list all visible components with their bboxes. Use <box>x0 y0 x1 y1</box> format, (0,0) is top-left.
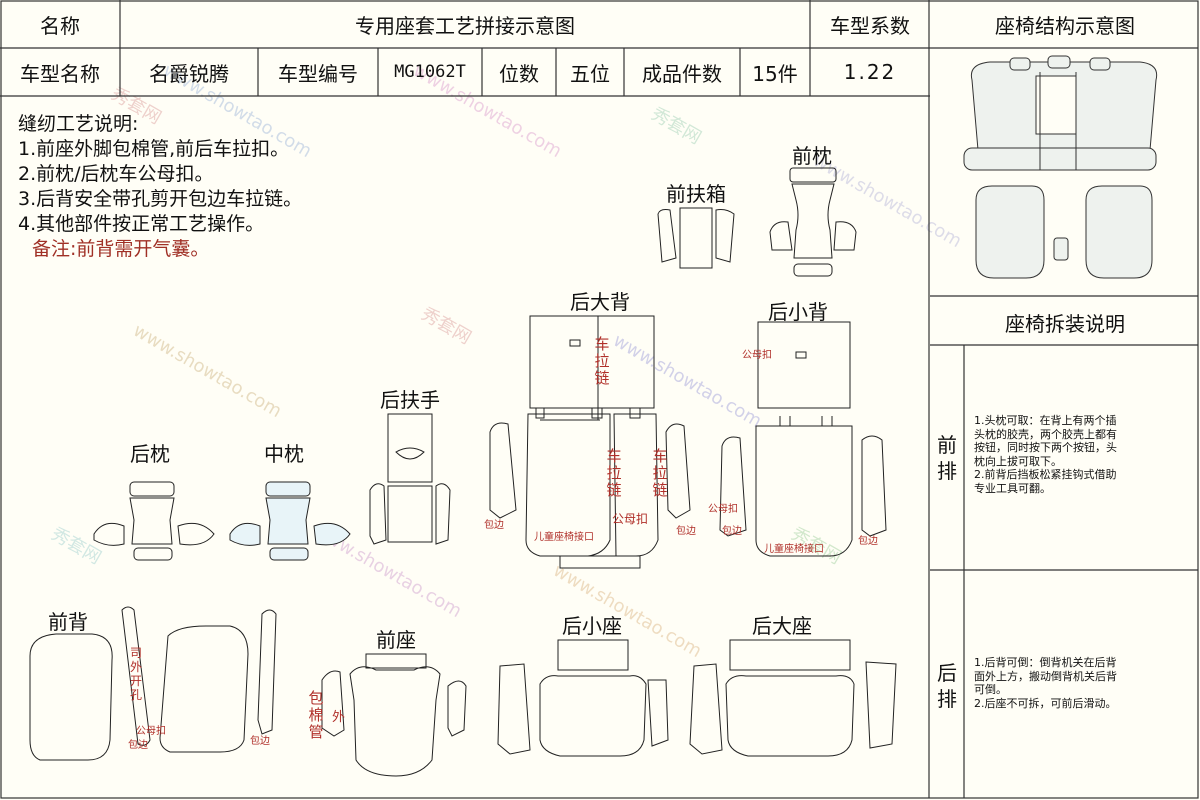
label-rear-small-seat: 后小座 <box>562 614 622 638</box>
label-front-pillow: 前枕 <box>792 144 832 168</box>
instruction-line: 1.头枕可取：在背上有两个插 <box>974 414 1117 427</box>
label-front-armbox: 前扶箱 <box>666 182 726 206</box>
label-rear-small-back: 后小背 <box>768 300 828 324</box>
annotation-child-seat: 儿童座椅接口 <box>764 544 824 555</box>
notes-remark: 备注:前背需开气囊。 <box>32 238 210 260</box>
instruction-line: 专业工具可翻。 <box>974 481 1051 495</box>
label-rear-big-back: 后大背 <box>570 290 630 314</box>
annotation-hem: 包边 <box>676 526 696 537</box>
page-title: 专用座套工艺拼接示意图 <box>355 13 575 38</box>
notes-title: 缝纫工艺说明: <box>18 113 139 135</box>
label-front-back: 前背 <box>48 610 88 634</box>
instruction-line: 1.后背可倒：倒背机关在后背 <box>974 656 1117 669</box>
pieces-label: 成品件数 <box>642 61 722 86</box>
instruction-line: 枕向上拔可取下。 <box>974 454 1062 468</box>
note-item: 2.前枕/后枕车公母扣。 <box>18 163 214 185</box>
model-name-label: 车型名称 <box>20 61 100 86</box>
note-item: 1.前座外脚包棉管,前后车拉扣。 <box>18 138 290 160</box>
model-code-label: 车型编号 <box>278 61 358 86</box>
annotation-hem: 包边 <box>722 526 742 537</box>
label-rear-big-seat: 后大座 <box>752 614 812 638</box>
pieces-value: 15件 <box>752 61 798 86</box>
label-middle-pillow: 中枕 <box>264 442 304 466</box>
annotation-snap: 公母扣 <box>742 350 772 361</box>
structure-title: 座椅结构示意图 <box>995 13 1135 38</box>
annotation-zipper: 车拉链 <box>652 447 668 499</box>
rear-row-instructions: 1.后背可倒：倒背机关在后背 面外上方，搬动倒背机关后背 可倒。 2.后座不可拆… <box>974 656 1194 710</box>
coef-label: 车型系数 <box>830 13 910 38</box>
instruction-line: 2.前背后挡板松紧挂钩式借助 <box>974 468 1117 481</box>
annotation-zipper: 车拉链 <box>606 447 622 499</box>
instruction-line: 可倒。 <box>974 683 1007 696</box>
model-code: MG1062T <box>394 62 466 82</box>
annotation-child-seat: 儿童座椅接口 <box>534 532 594 543</box>
label-rear-pillow: 后枕 <box>130 442 170 466</box>
model-name: 名爵锐腾 <box>149 61 229 86</box>
label-front-seat: 前座 <box>376 628 416 652</box>
annotation-snap: 公母扣 <box>136 726 166 737</box>
annotation-snap: 公母扣 <box>708 504 738 515</box>
front-row-instructions: 1.头枕可取：在背上有两个插 头枕的胶壳，两个胶壳上都有 按钮，同时按下两个按钮… <box>974 414 1194 495</box>
seats-value: 五位 <box>570 61 610 86</box>
coef-value: 1.22 <box>843 60 897 84</box>
instruction-line: 头枕的胶壳，两个胶壳上都有 <box>974 427 1117 441</box>
annotation-hem: 包边 <box>128 740 148 751</box>
label-rear-armrest: 后扶手 <box>380 388 440 412</box>
annotation-snap: 公母扣 <box>612 512 649 526</box>
note-item: 4.其他部件按正常工艺操作。 <box>18 213 265 235</box>
annotation-hem: 包边 <box>858 536 878 547</box>
annotation-outer: 外 <box>332 710 346 725</box>
annotation-outer-hole: 司外开孔 <box>129 646 142 702</box>
instruction-line: 按钮，同时按下两个按钮，头 <box>974 441 1117 454</box>
instruction-line: 面外上方，搬动倒背机关后背 <box>974 669 1117 683</box>
annotation-cotton-tube: 包棉管 <box>308 689 324 741</box>
front-row-label: 前排 <box>937 433 957 483</box>
instruction-line: 2.后座不可拆，可前后滑动。 <box>974 696 1117 710</box>
name-label: 名称 <box>40 13 80 38</box>
disassembly-title: 座椅拆装说明 <box>1005 312 1125 336</box>
annotation-hem: 包边 <box>484 520 504 531</box>
note-item: 3.后背安全带孔剪开包边车拉链。 <box>18 188 303 210</box>
sewing-notes: 缝纫工艺说明: 1.前座外脚包棉管,前后车拉扣。 2.前枕/后枕车公母扣。 3.… <box>18 112 302 262</box>
seats-label: 位数 <box>499 61 539 86</box>
rear-row-label: 后排 <box>937 661 957 711</box>
annotation-hem: 包边 <box>250 736 270 747</box>
annotation-zipper: 车拉链 <box>594 335 610 387</box>
